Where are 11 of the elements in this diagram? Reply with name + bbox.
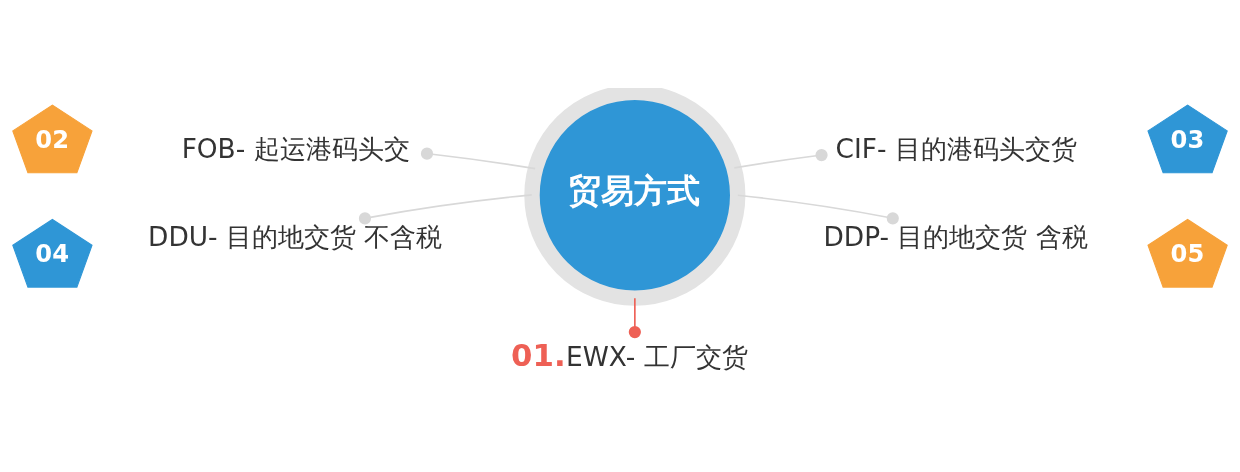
connector [733,148,828,169]
node-text: CIF- 目的港码头交货 [835,132,1077,164]
connector [737,193,899,224]
node-circle: 贸易方式 [524,87,746,306]
node-text: DDU- 目的地交货 不含税 [148,220,443,252]
node-text: 01.EWX- 工厂交货 [511,336,748,373]
node-text: FOB- 起运港码头交 [181,132,410,164]
connector [358,193,533,224]
connector [420,147,536,169]
connector [628,296,641,338]
node-text: DDP- 目的地交货 含税 [823,220,1088,252]
